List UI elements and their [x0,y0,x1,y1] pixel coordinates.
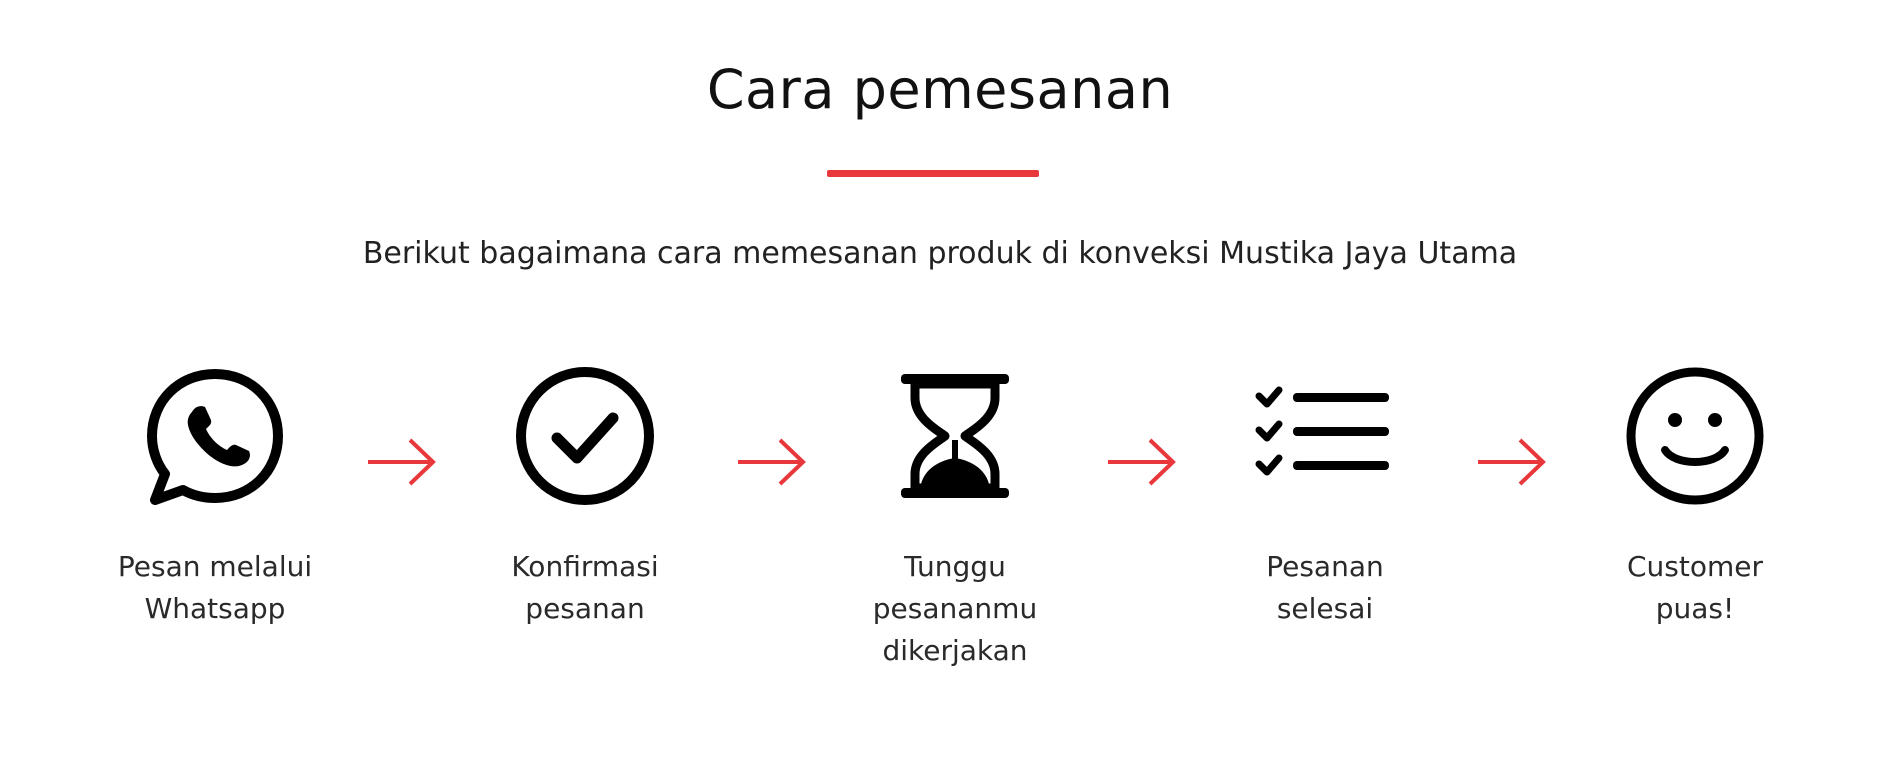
arrow-right-icon [1478,438,1546,486]
step-whatsapp: Pesan melalui Whatsapp [85,360,345,630]
check-circle-icon [516,367,654,505]
title-underline [827,170,1039,177]
step-label: Pesan melalui Whatsapp [117,550,313,625]
arrow-right-icon [738,438,806,486]
step-label: Konfirmasi pesanan [511,550,659,625]
step-done: Pesanan selesai [1195,360,1455,630]
hourglass-icon [901,374,1009,498]
step-wait: Tunggu pesananmu dikerjakan [825,360,1085,672]
checklist-icon [1255,386,1389,476]
step-label: Customer puas! [1626,550,1763,625]
arrow-right-icon [368,438,436,486]
whatsapp-icon [147,369,283,505]
section-subtitle: Berikut bagaimana cara memesanan produk … [362,236,1518,271]
smiley-icon [1626,367,1764,505]
step-confirm: Konfirmasi pesanan [455,360,715,630]
section-title: Cara pemesanan [706,58,1174,121]
step-satisfied: Customer puas! [1565,360,1825,630]
step-label: Tunggu pesananmu dikerjakan [872,550,1038,667]
arrow-right-icon [1108,438,1176,486]
step-label: Pesanan selesai [1266,550,1384,625]
